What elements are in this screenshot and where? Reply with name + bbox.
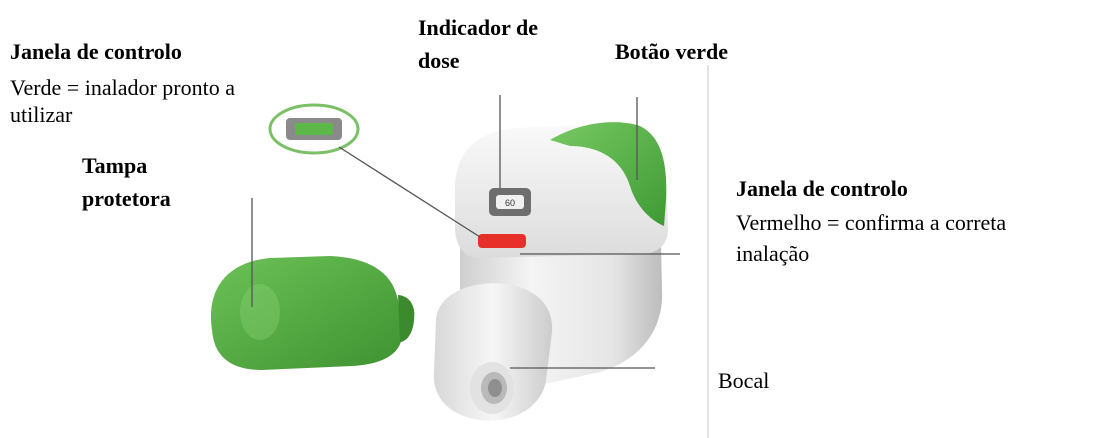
control-window-green-desc-line1: Verde = inalador pronto a (10, 75, 235, 100)
inhaler-body-illustration: 60 (433, 122, 668, 421)
magnified-green-window (268, 103, 360, 155)
dose-indicator-label-line1: Indicador de (418, 15, 539, 40)
control-window-red-title: Janela de controlo (736, 176, 908, 201)
control-window-green-title: Janela de controlo (10, 39, 182, 64)
mouthpiece-label: Bocal (718, 368, 770, 393)
protective-cap-label-line2: protetora (82, 186, 171, 211)
red-control-window (478, 234, 526, 248)
control-window-green-desc-line2: utilizar (10, 102, 73, 127)
protective-cap-label-line1: Tampa (82, 153, 148, 178)
green-button-label: Botão verde (615, 39, 729, 64)
control-window-red-desc-line2: inalação (736, 241, 810, 266)
dose-counter-value: 60 (505, 198, 515, 208)
control-window-red-desc-line1: Vermelho = confirma a correta (736, 210, 1007, 235)
leader-lines (251, 95, 680, 369)
protective-cap-illustration (210, 256, 415, 370)
dose-indicator-label-line2: dose (418, 48, 460, 73)
